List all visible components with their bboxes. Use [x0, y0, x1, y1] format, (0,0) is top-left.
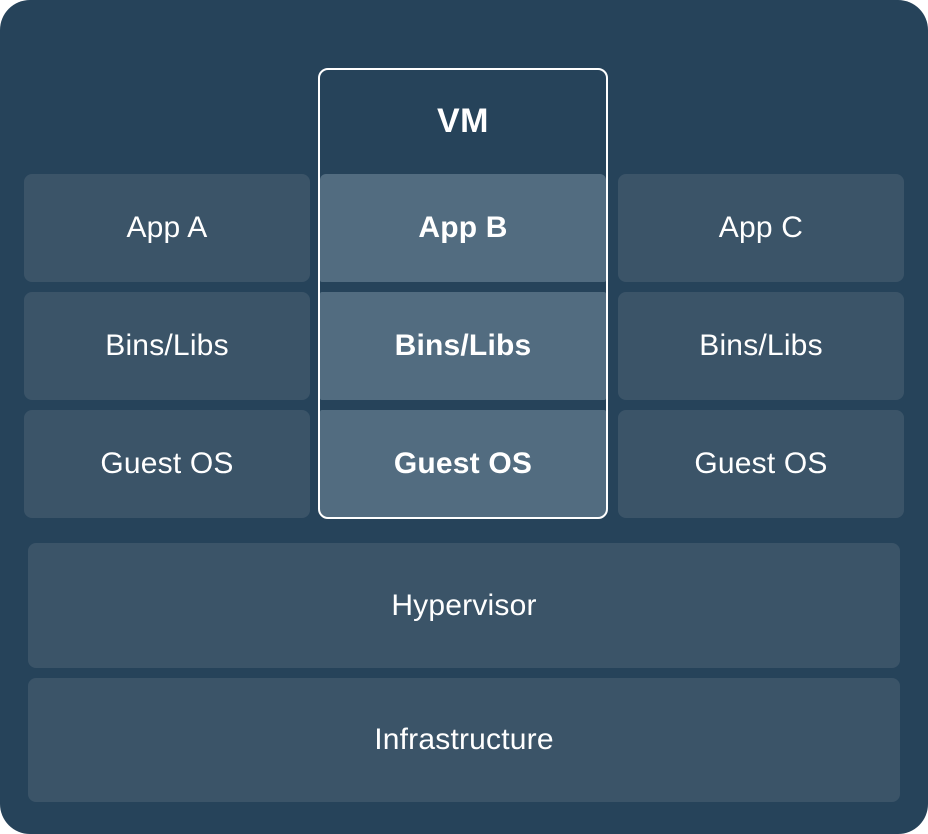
block-bins-libs-left-label: Bins/Libs — [105, 329, 229, 362]
block-bins-libs-middle-label: Bins/Libs — [394, 329, 532, 362]
block-app-c-label: App C — [718, 211, 804, 244]
block-bins-libs-right-label: Bins/Libs — [699, 329, 823, 362]
block-guest-os-right[interactable]: Guest OS — [618, 410, 904, 518]
block-guest-os-right-label: Guest OS — [694, 447, 828, 480]
block-guest-os-left-label: Guest OS — [100, 447, 234, 480]
block-app-a[interactable]: App A — [24, 174, 310, 282]
block-infrastructure-label: Infrastructure — [374, 723, 554, 756]
block-guest-os-middle-label: Guest OS — [393, 447, 533, 480]
block-hypervisor-label: Hypervisor — [391, 588, 537, 622]
block-app-b[interactable]: App B — [320, 174, 606, 282]
block-guest-os-middle[interactable]: Guest OS — [320, 410, 606, 518]
block-app-c[interactable]: App C — [618, 174, 904, 282]
block-app-a-label: App A — [126, 211, 208, 244]
block-bins-libs-right[interactable]: Bins/Libs — [618, 292, 904, 400]
block-bins-libs-middle[interactable]: Bins/Libs — [320, 292, 606, 400]
block-app-b-label: App B — [418, 211, 508, 244]
block-guest-os-left[interactable]: Guest OS — [24, 410, 310, 518]
block-hypervisor[interactable]: Hypervisor — [28, 543, 900, 668]
block-bins-libs-left[interactable]: Bins/Libs — [24, 292, 310, 400]
vm-label: VM — [437, 101, 489, 140]
block-infrastructure[interactable]: Infrastructure — [28, 678, 900, 802]
